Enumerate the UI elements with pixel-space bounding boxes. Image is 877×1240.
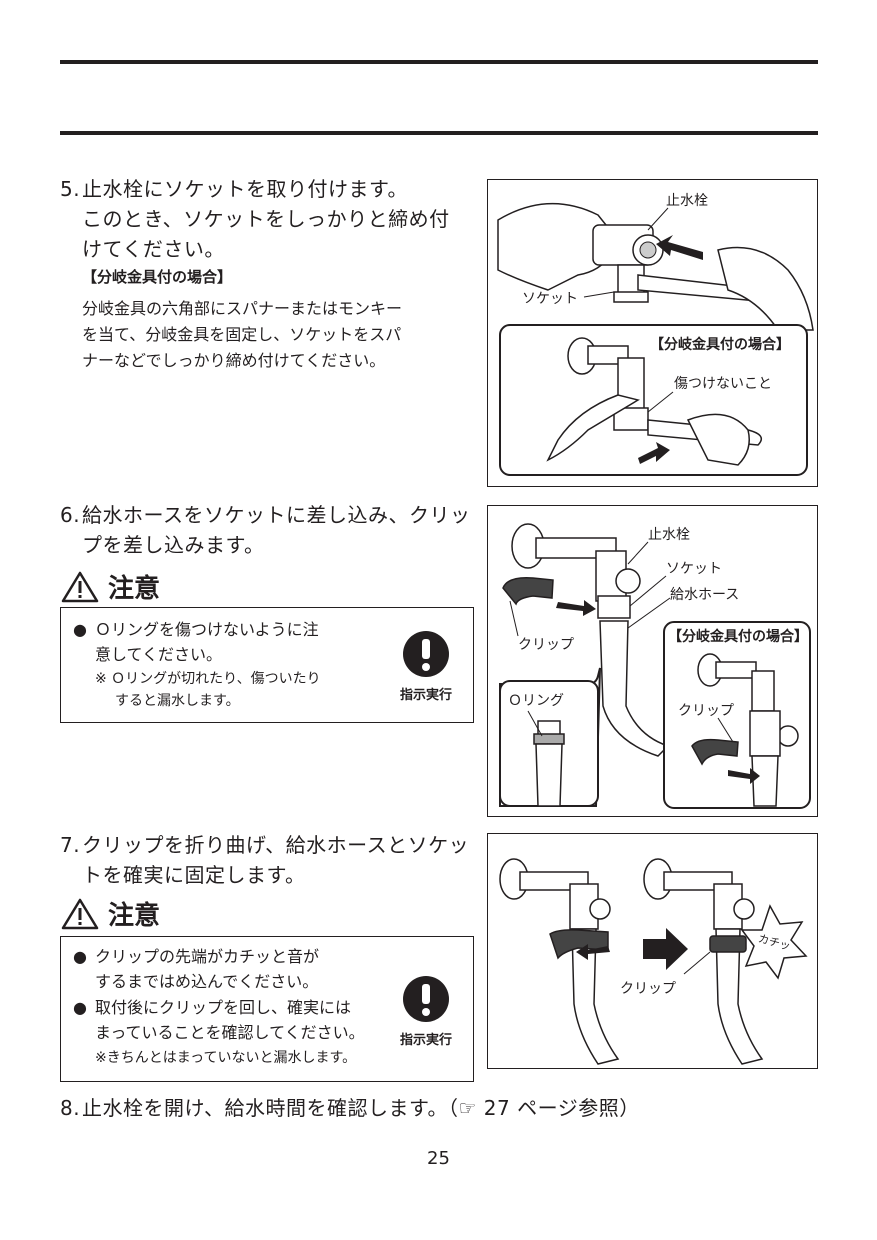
- step5-line2: このとき、ソケットをしっかりと締め付: [82, 207, 450, 231]
- warning-triangle-icon: [61, 571, 99, 602]
- label-valve: 止水栓: [666, 193, 708, 209]
- label-clip: クリップ: [620, 981, 676, 997]
- step6-text: 6.給水ホースをソケットに差し込み、クリッ プを差し込みます。: [60, 500, 480, 560]
- step7-bullet2-line2: まっていることを確認してください。: [95, 1023, 365, 1042]
- step5-body-line1: 分岐金具の六角部にスパナーまたはモンキー: [82, 299, 403, 318]
- step6-bullet1-line1: Ｏリングを傷つけないように注: [95, 620, 319, 639]
- header-rule-bottom: [60, 131, 818, 135]
- step7-text: 7.クリップを折り曲げ、給水ホースとソケッ トを確実に固定します。: [60, 830, 480, 890]
- caution-label: 注意: [108, 901, 161, 931]
- step7-bullet1: ● クリップの先端がカチッと音が するまではめ込んでください。: [73, 944, 393, 994]
- exclamation-circle-icon: [403, 976, 449, 1022]
- step6-line1: 給水ホースをソケットに差し込み、クリッ: [82, 503, 471, 527]
- inset-title: 【分岐金具付の場合】: [650, 337, 790, 353]
- step5-subheading: 【分岐金具付の場合】: [82, 268, 233, 286]
- step6-line2: プを差し込みます。: [82, 533, 265, 557]
- inset-title: 【分岐金具付の場合】: [668, 629, 808, 645]
- step6-note: ※ Ｏリングが切れたり、傷ついたり すると漏水します。: [95, 668, 405, 712]
- step7-illustration: [499, 858, 808, 1065]
- step7-line2: トを確実に固定します。: [82, 863, 306, 887]
- caution-label: 注意: [108, 574, 161, 604]
- label-clip: クリップ: [518, 637, 574, 653]
- step7-bullet2: ● 取付後にクリップを回し、確実には まっていることを確認してください。: [73, 995, 393, 1045]
- step6-bullet1: ● Ｏリングを傷つけないように注 意してください。: [73, 617, 383, 667]
- step6-illustration: [499, 523, 811, 809]
- instruction-label: 指示実行: [399, 688, 452, 703]
- step5-line3: けてください。: [82, 237, 225, 261]
- step8-text: 8.止水栓を開け、給水時間を確認します。（☞ 27 ページ参照）: [60, 1093, 820, 1123]
- step6-bullet1-line2: 意してください。: [95, 645, 223, 664]
- label-socket: ソケット: [666, 561, 722, 577]
- label-valve: 止水栓: [648, 527, 690, 543]
- step7-number: 7.: [60, 833, 81, 857]
- step7-instruction-sign: 指示実行: [395, 975, 457, 1048]
- step6-figure: 止水栓 ソケット 給水ホース クリップ Ｏリング 【分岐金具付の場合】 クリップ: [487, 505, 818, 817]
- step7-bullet2-line1: 取付後にクリップを回し、確実には: [95, 998, 352, 1017]
- label-socket: ソケット: [522, 291, 578, 307]
- bullet-dot-icon: ●: [73, 620, 87, 639]
- step5-body-line2: を当て、分岐金具を固定し、ソケットをスパ: [82, 325, 402, 344]
- step7-figure: クリップ カチッ: [487, 833, 818, 1069]
- label-oring: Ｏリング: [508, 693, 564, 709]
- step6-number: 6.: [60, 503, 81, 527]
- step6-caution-heading: 注意: [60, 568, 160, 605]
- step7-note: ※きちんとはまっていないと漏水します。: [95, 1050, 357, 1066]
- step5-illustration: [497, 202, 814, 476]
- inset-label-clip: クリップ: [678, 703, 734, 719]
- bullet-dot-icon: ●: [73, 998, 87, 1017]
- exclamation-circle-icon: [403, 631, 449, 677]
- warning-triangle-icon: [61, 898, 99, 929]
- step8-number: 8.: [60, 1096, 81, 1120]
- step7-caution-heading: 注意: [60, 895, 160, 932]
- label-hose: 給水ホース: [670, 587, 740, 603]
- step5-number: 5.: [60, 177, 81, 201]
- step5-body: 分岐金具の六角部にスパナーまたはモンキー を当て、分岐金具を固定し、ソケットをス…: [82, 296, 482, 374]
- step5-line1: 止水栓にソケットを取り付けます。: [82, 177, 408, 201]
- step5-figure: 止水栓 ソケット 【分岐金具付の場合】 傷つけないこと: [487, 179, 818, 487]
- step6-caution-box: ● Ｏリングを傷つけないように注 意してください。 ※ Ｏリングが切れたり、傷つい…: [60, 607, 474, 723]
- step5-text: 5.止水栓にソケットを取り付けます。 このとき、ソケットをしっかりと締め付 けて…: [60, 174, 480, 264]
- step8-line: 止水栓を開け、給水時間を確認します。（☞ 27 ページ参照）: [82, 1096, 640, 1120]
- step7-bullet1-line1: クリップの先端がカチッと音が: [95, 947, 320, 966]
- step7-bullet1-line2: するまではめ込んでください。: [95, 972, 319, 991]
- instruction-label: 指示実行: [399, 1033, 452, 1048]
- step6-note-line1: ※ Ｏリングが切れたり、傷ついたり: [95, 671, 321, 687]
- step5-body-line3: ナーなどでしっかり締め付けてください。: [82, 351, 386, 370]
- label-no-damage: 傷つけないこと: [674, 376, 772, 392]
- step6-instruction-sign: 指示実行: [395, 630, 457, 703]
- step7-line1: クリップを折り曲げ、給水ホースとソケッ: [82, 833, 470, 857]
- header-rule-top: [60, 60, 818, 64]
- page-number: 25: [427, 1148, 450, 1169]
- bullet-dot-icon: ●: [73, 947, 87, 966]
- step6-note-line2: すると漏水します。: [115, 693, 240, 709]
- step7-caution-box: ● クリップの先端がカチッと音が するまではめ込んでください。 ● 取付後にクリップ…: [60, 936, 474, 1082]
